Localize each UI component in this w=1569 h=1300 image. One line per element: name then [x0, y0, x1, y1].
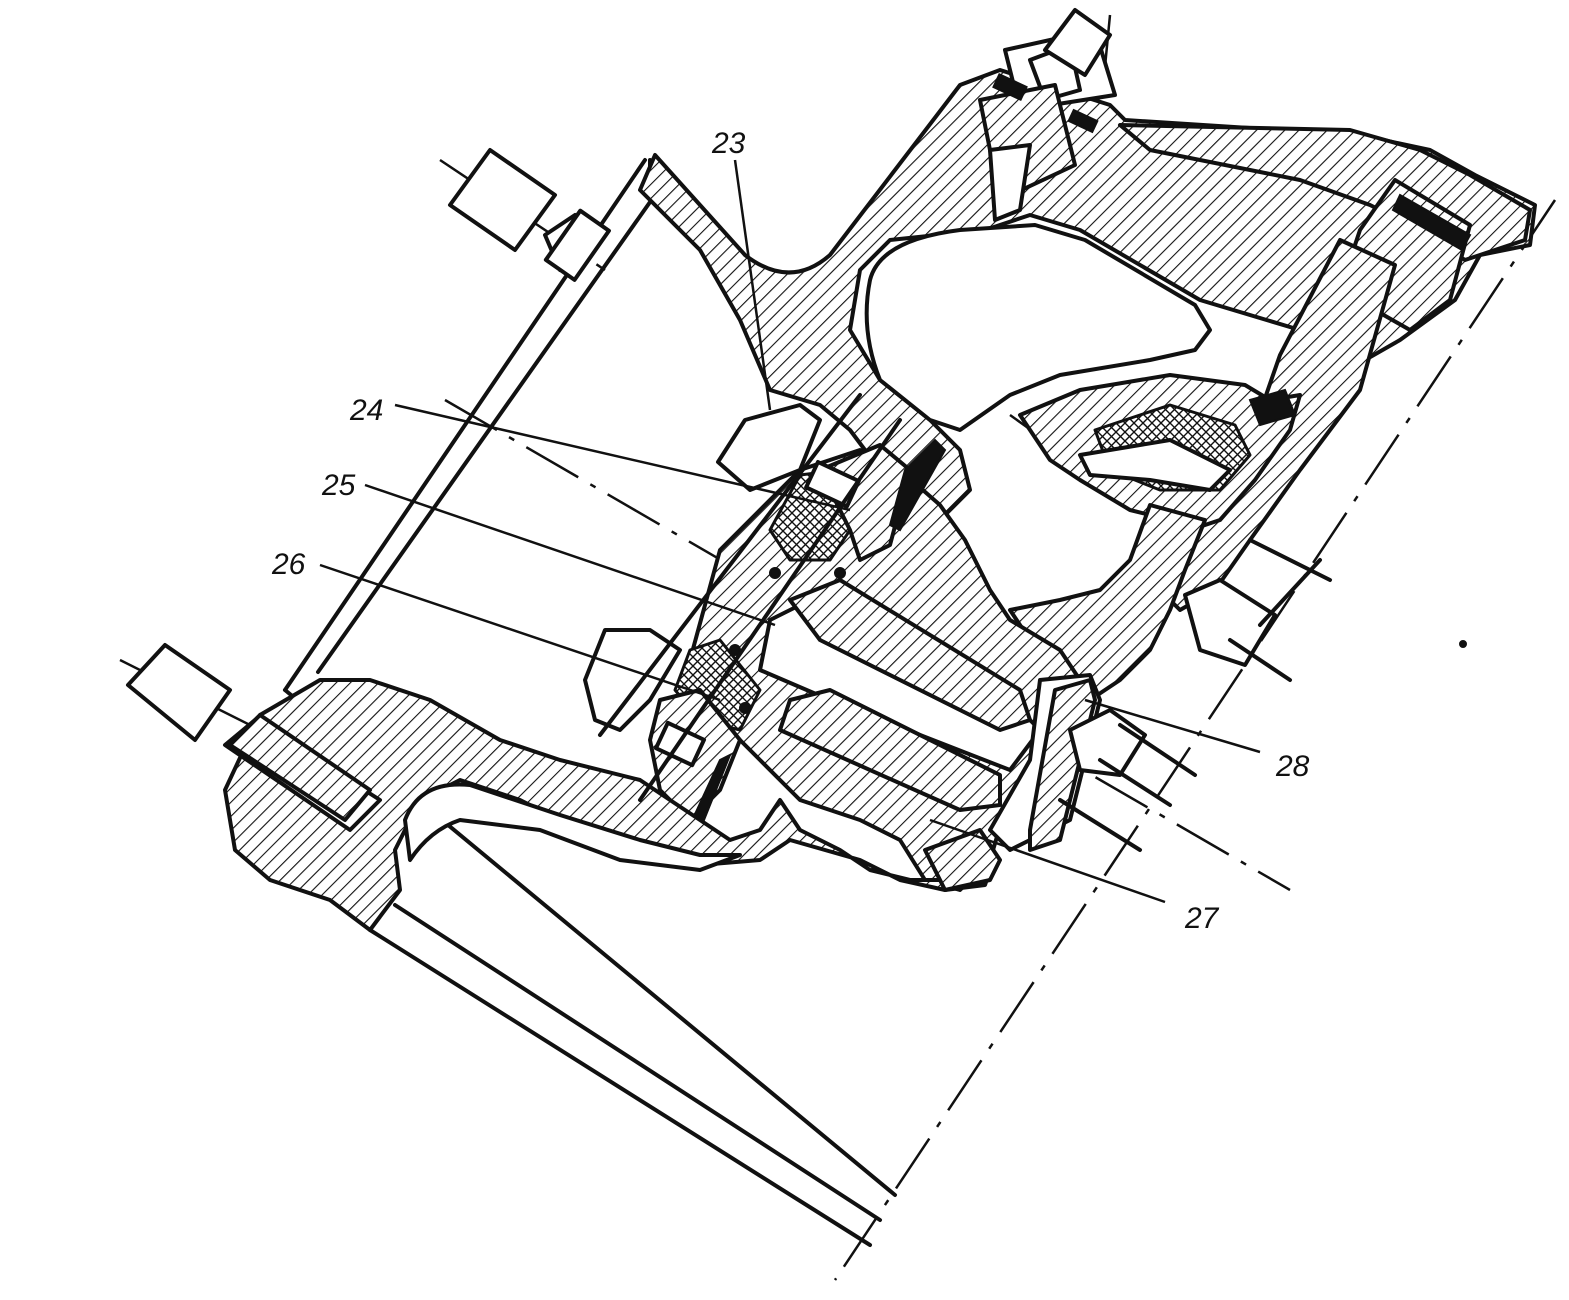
left-upper-bolt [448, 148, 611, 282]
lower-housing-cavity [403, 782, 742, 872]
inner-upper-bolt-head [1248, 388, 1297, 427]
lower-housing-casting [223, 678, 992, 932]
upper-inner-block [716, 403, 822, 492]
label-26: 26 [271, 548, 306, 581]
shaft-sleeve-lower [778, 688, 1002, 812]
label-25: 25 [321, 469, 356, 502]
upper-gland-stud [888, 438, 947, 532]
inner-face-line [598, 393, 862, 737]
part-labels: 23 24 25 26 27 28 [271, 127, 1310, 935]
upper-gland-nut [804, 460, 861, 509]
leader-26 [319, 563, 721, 702]
stray-dot [1459, 640, 1467, 648]
shaft-sleeve [788, 578, 1032, 732]
lower-inner-block [583, 628, 682, 732]
inner-face-line-2 [638, 418, 902, 802]
left-lower-bolt [126, 643, 382, 832]
label-27: 27 [1184, 902, 1220, 935]
right-seal-gasket [1391, 193, 1472, 252]
label-28: 28 [1275, 750, 1310, 783]
leader-23 [733, 159, 772, 411]
leader-24 [394, 403, 851, 512]
upper-bolt-assembly [978, 8, 1117, 222]
leader-28 [1084, 698, 1261, 754]
right-shaft-extension [1058, 538, 1332, 852]
upper-housing-cavity [864, 223, 1212, 432]
o-ring-marks [729, 567, 846, 714]
leader-lines [319, 159, 1261, 904]
inner-upper-slot [1078, 438, 1232, 492]
label-23: 23 [711, 127, 746, 160]
label-24: 24 [349, 394, 383, 427]
shaft-end-bolt [1028, 678, 1097, 852]
leader-27 [929, 818, 1166, 904]
leader-25 [364, 483, 776, 627]
